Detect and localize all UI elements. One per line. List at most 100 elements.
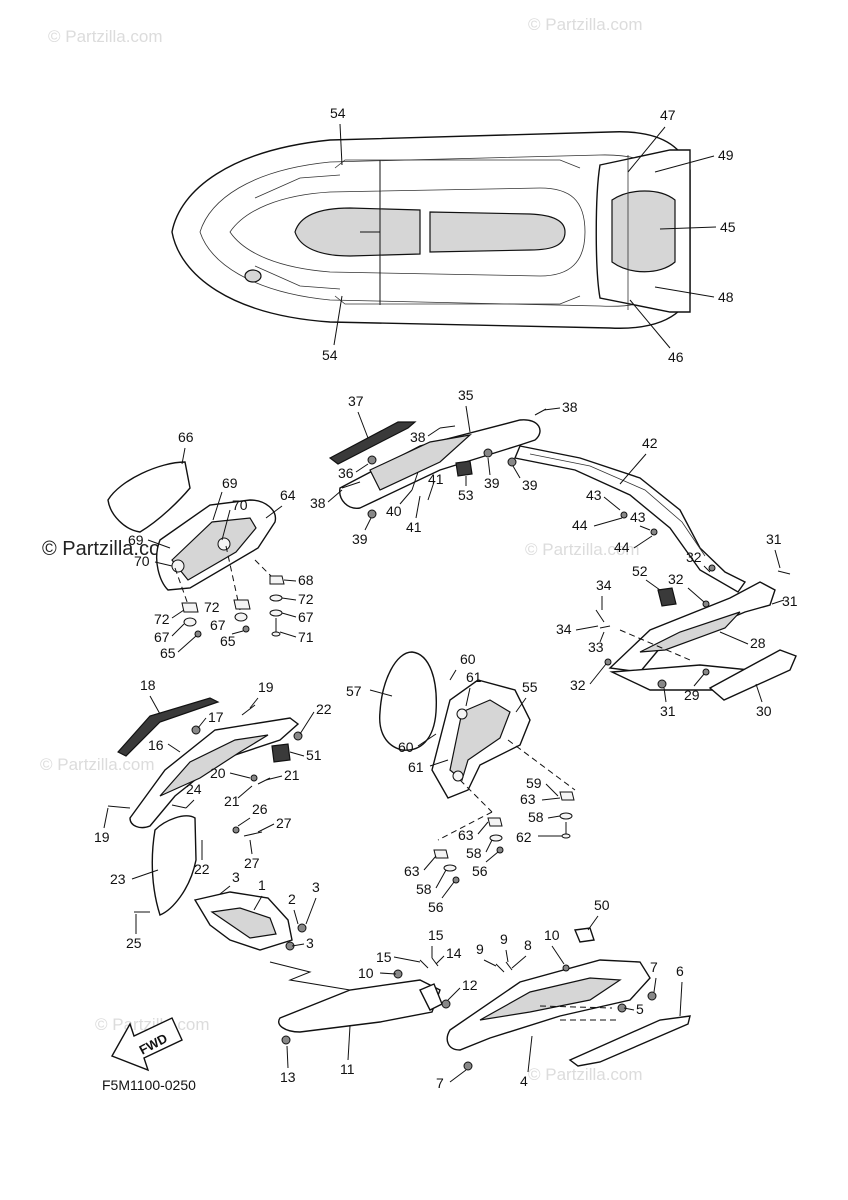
callout-17: 17: [208, 709, 224, 725]
callout-60-bottom: 60: [398, 739, 414, 755]
hull-top-view: [171, 131, 691, 329]
callout-13: 13: [280, 1069, 296, 1085]
callout-45: 45: [720, 219, 736, 235]
callout-58-left: 58: [416, 881, 432, 897]
callout-71: 71: [298, 629, 314, 645]
callout-33: 33: [588, 639, 604, 655]
side-rail-group-16: [107, 697, 307, 951]
callout-70-lower: 70: [134, 553, 150, 569]
watermark-top-right: © Partzilla.com: [528, 15, 643, 34]
callout-48: 48: [718, 289, 734, 305]
callout-group-top: 54 54 47 49 45 48 46: [322, 105, 736, 365]
callout-2: 2: [288, 891, 296, 907]
rail-group-35: [328, 408, 747, 593]
callout-31-bottom: 31: [660, 703, 676, 719]
callout-65-right: 65: [220, 633, 236, 649]
callout-42: 42: [642, 435, 658, 451]
callout-9-right: 9: [500, 931, 508, 947]
callout-group-28: 31 31 31 32 32 32 52 34 34 33 28 29 30: [556, 531, 798, 719]
callout-38-right: 38: [562, 399, 578, 415]
callout-68: 68: [298, 572, 314, 588]
mat-group-64: [107, 461, 285, 638]
callout-63-mid: 63: [458, 827, 474, 843]
callout-22-top: 22: [316, 701, 332, 717]
callout-67-right: 67: [298, 609, 314, 625]
callout-3-lower: 3: [306, 935, 314, 951]
callout-47: 47: [660, 107, 676, 123]
callout-41-upper: 41: [428, 471, 444, 487]
callout-49: 49: [718, 147, 734, 163]
callout-15-left: 15: [376, 949, 392, 965]
callout-53: 53: [458, 487, 474, 503]
mat-group-55: [379, 651, 576, 884]
callout-31-top: 31: [766, 531, 782, 547]
callout-15-top: 15: [428, 927, 444, 943]
callout-55: 55: [522, 679, 538, 695]
callout-70-upper: 70: [232, 497, 248, 513]
callout-12: 12: [462, 977, 478, 993]
callout-10-right: 10: [544, 927, 560, 943]
watermark-bottom-right: © Partzilla.com: [528, 1065, 643, 1084]
callout-14: 14: [446, 945, 462, 961]
callout-62: 62: [516, 829, 532, 845]
callout-34-upper: 34: [596, 577, 612, 593]
callout-38-left: 38: [310, 495, 326, 511]
callout-54-bottom: 54: [322, 347, 338, 363]
callout-10-left: 10: [358, 965, 374, 981]
callout-56-left: 56: [428, 899, 444, 915]
callout-9-left: 9: [476, 941, 484, 957]
callout-67-mid: 67: [210, 617, 226, 633]
callout-28: 28: [750, 635, 766, 651]
callout-72-left: 72: [154, 611, 170, 627]
callout-34-left: 34: [556, 621, 572, 637]
watermark-top-left: © Partzilla.com: [48, 27, 163, 46]
callout-39-left: 39: [352, 531, 368, 547]
callout-21-right: 21: [284, 767, 300, 783]
callout-46: 46: [668, 349, 684, 365]
callout-60-top: 60: [460, 651, 476, 667]
callout-58-mid: 58: [466, 845, 482, 861]
callout-44-lower: 44: [614, 539, 630, 555]
callout-11: 11: [340, 1061, 355, 1077]
callout-24: 24: [186, 781, 202, 797]
watermark-mid-right: © Partzilla.com: [525, 540, 640, 559]
callout-66: 66: [178, 429, 194, 445]
callout-8: 8: [524, 937, 532, 953]
callout-19-left: 19: [94, 829, 110, 845]
callout-30: 30: [756, 703, 772, 719]
callout-39-mid: 39: [484, 475, 500, 491]
callout-32-upper: 32: [686, 549, 702, 565]
callout-50: 50: [594, 897, 610, 913]
callout-6: 6: [676, 963, 684, 979]
callout-69-upper: 69: [222, 475, 238, 491]
callout-31-right: 31: [782, 593, 798, 609]
callout-61-bottom: 61: [408, 759, 424, 775]
callout-44-upper: 44: [572, 517, 588, 533]
callout-61-top: 61: [466, 669, 482, 685]
callout-51: 51: [306, 747, 322, 763]
callout-43-upper: 43: [586, 487, 602, 503]
callout-52: 52: [632, 563, 648, 579]
callout-37: 37: [348, 393, 364, 409]
callout-43-lower: 43: [630, 509, 646, 525]
callout-29: 29: [684, 687, 700, 703]
callout-25: 25: [126, 935, 142, 951]
lower-cover-group-4: [269, 927, 691, 1071]
callout-32-left: 32: [570, 677, 586, 693]
callout-40: 40: [386, 503, 402, 519]
callout-18: 18: [140, 677, 156, 693]
callout-group-64: 66 69 70 69 70 64 68 72 72 72 67 67 67 6…: [128, 429, 314, 661]
callout-64: 64: [280, 487, 296, 503]
callout-72-right: 72: [298, 591, 314, 607]
callout-21-left: 21: [224, 793, 240, 809]
callout-65-left: 65: [160, 645, 176, 661]
callout-39-right: 39: [522, 477, 538, 493]
callout-5: 5: [636, 1001, 644, 1017]
callout-group-55: 57 60 61 60 61 55 59 63 63 63 58 58 58 6…: [346, 651, 562, 915]
callout-27-bottom: 27: [244, 855, 260, 871]
callout-32-mid: 32: [668, 571, 684, 587]
callout-3-right: 3: [312, 879, 320, 895]
callout-20: 20: [210, 765, 226, 781]
callout-67-left: 67: [154, 629, 170, 645]
callout-group-35: 37 35 38 38 38 36 41 41 40 53 39 39 39 4…: [310, 387, 658, 555]
